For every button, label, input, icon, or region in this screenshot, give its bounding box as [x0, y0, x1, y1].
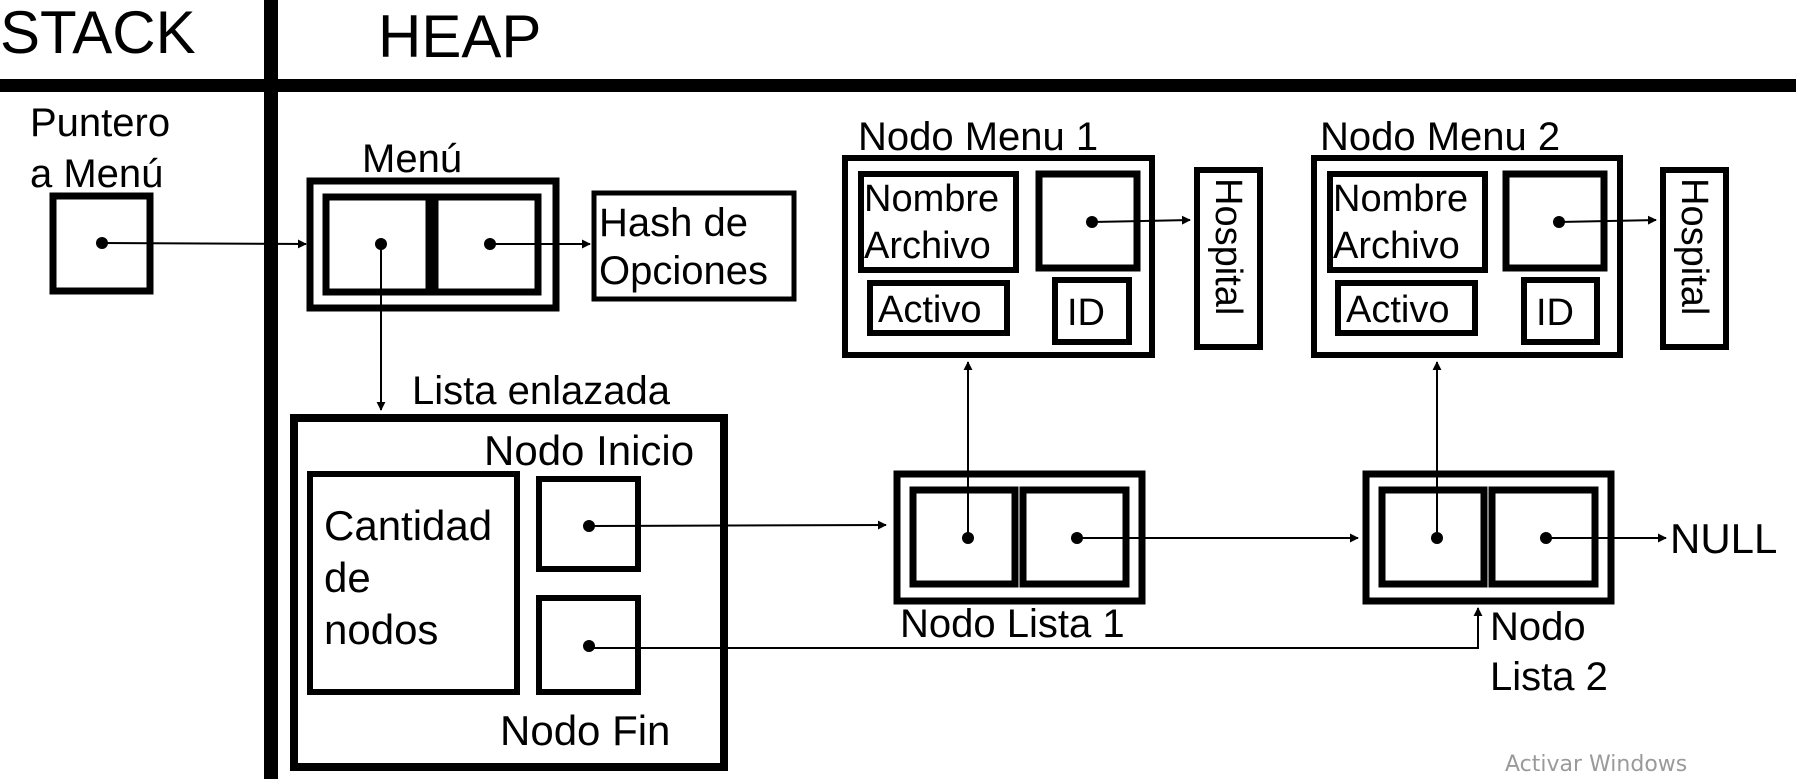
end-node-box [536, 595, 641, 695]
menu-node2-active-label: Activo [1346, 289, 1449, 331]
list-node2-data-slot [1378, 486, 1488, 588]
menu-node1-box [842, 155, 1155, 358]
list-node2-label-line2: Lista 2 [1490, 655, 1608, 699]
list-node1-label: Nodo Lista 1 [900, 602, 1125, 646]
menu-node1-to-hospital-arrow [1091, 215, 1191, 225]
heap-header: HEAP [378, 3, 541, 70]
stack-header: STACK [0, 0, 196, 66]
menu-node2-id-box [1521, 277, 1600, 345]
start-node-label: Nodo Inicio [484, 427, 694, 474]
pointer-label-line2: a Menú [30, 152, 163, 196]
linked-list-label: Lista enlazada [412, 369, 671, 413]
stack-heap-divider [264, 0, 278, 779]
menu-node1-active-label: Activo [878, 289, 981, 331]
menu-node2-name-line1: Nombre [1333, 178, 1468, 220]
menu-node2-title: Nodo Menu 2 [1320, 115, 1560, 159]
hash-label-line2: Opciones [599, 249, 768, 293]
hash-box [591, 190, 797, 302]
count-label-line1: Cantidad [324, 502, 492, 549]
menu-node2-hospital-label: Hospital [1673, 178, 1715, 315]
menu-node2-box [1311, 155, 1623, 358]
menu-node1-name-line1: Nombre [864, 178, 999, 220]
menu-node1-title: Nodo Menu 1 [858, 115, 1098, 159]
menu-node1-name-box [858, 171, 1019, 273]
start-to-node1-arrow [588, 520, 887, 530]
menu-label: Menú [362, 137, 462, 181]
null-label: NULL [1670, 515, 1777, 562]
menu-list-slot [322, 193, 433, 296]
header-divider [0, 79, 1796, 92]
list-node2-label-line1: Nodo [1490, 605, 1586, 649]
pointer-to-menu-arrow [101, 239, 307, 249]
menu-node1-id-box [1052, 277, 1132, 345]
menu-node2-to-hospital-arrow [1558, 215, 1657, 225]
menu-node2-hospital-box [1660, 167, 1729, 350]
menu-node2-active-box [1335, 280, 1478, 336]
hash-label-line1: Hash de [599, 201, 748, 245]
menu-node1-name-line2: Archivo [864, 225, 991, 267]
count-label-line3: nodos [324, 606, 438, 653]
pointer-label-line1: Puntero [30, 101, 170, 145]
activation-watermark: Activar Windows [1505, 752, 1687, 777]
linked-list-box [290, 414, 728, 771]
menu-node2-name-box [1327, 171, 1488, 273]
count-label-line2: de [324, 554, 371, 601]
end-node-label: Nodo Fin [500, 707, 670, 754]
menu-node1-active-box [867, 280, 1010, 336]
list-node1-data-slot [909, 486, 1019, 588]
count-box [307, 471, 520, 695]
menu-node2-id-label: ID [1536, 292, 1574, 334]
end-to-node2-arrow [589, 607, 1483, 649]
menu-node1-id-label: ID [1067, 292, 1105, 334]
menu-node2-name-line2: Archivo [1333, 225, 1460, 267]
end-node-dot [583, 640, 595, 652]
start-node-box [536, 476, 641, 572]
menu-node1-hospital-label: Hospital [1207, 178, 1249, 315]
menu-node1-hospital-box [1194, 167, 1263, 350]
